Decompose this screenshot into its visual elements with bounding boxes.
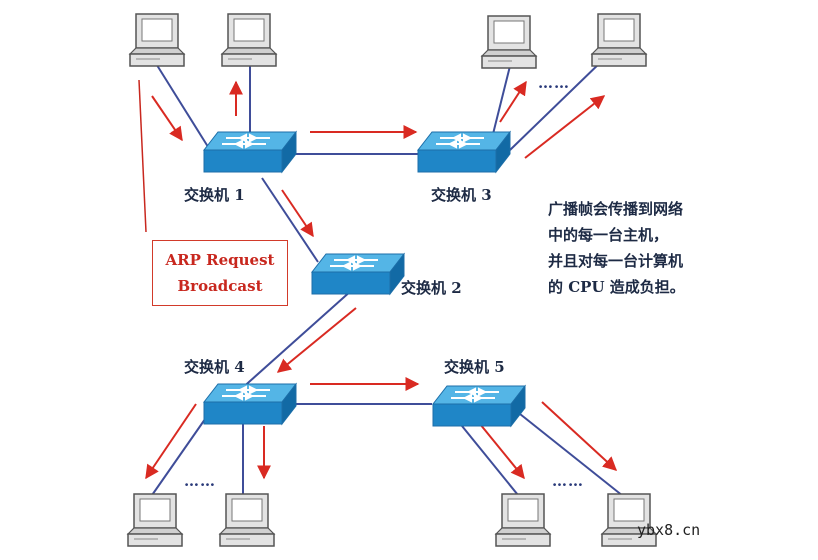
ellipsis-top: …… — [538, 74, 570, 92]
computer-7-icon — [495, 493, 551, 547]
switch-2-icon — [311, 253, 405, 295]
arrow-sw2-to-sw4 — [276, 307, 357, 373]
switch-3-icon — [417, 131, 511, 173]
arrow-sw3-to-pc3 — [499, 80, 527, 123]
arrow-sw1-to-sw2 — [281, 189, 314, 238]
switch-1-label: 交换机 1 — [184, 186, 245, 204]
arrow-sw5-to-pc8 — [541, 401, 618, 471]
note-line1: 广播帧会传播到网络 — [548, 200, 684, 218]
watermark: ybx8.cn — [637, 521, 701, 539]
note-line2: 中的每一台主机， — [548, 226, 669, 244]
box-connector-line — [138, 79, 147, 233]
computer-2-icon — [221, 13, 277, 67]
switch-4-label: 交换机 4 — [184, 358, 245, 376]
computer-5-icon — [127, 493, 183, 547]
note-line4: 的 CPU 造成负担。 — [548, 278, 685, 296]
arp-request-box: ARP Request Broadcast — [152, 240, 288, 306]
arrow-sw4-to-pc5 — [145, 403, 197, 480]
arrow-sw5-to-pc7 — [479, 423, 525, 480]
link-pc1-sw1 — [154, 61, 211, 151]
ellipsis-bottom-right: …… — [552, 472, 584, 490]
switch-2-label: 交换机 2 — [401, 279, 462, 297]
computer-1-icon — [129, 13, 185, 67]
link-sw1-sw2 — [261, 177, 319, 263]
broadcast-note: 广播帧会传播到网络 中的每一台主机， 并且对每一台计算机 的 CPU 造成负担。 — [548, 196, 685, 300]
computer-3-icon — [481, 15, 537, 69]
ellipsis-bottom-left: …… — [184, 472, 216, 490]
computer-4-icon — [591, 13, 647, 67]
switch-5-label: 交换机 5 — [444, 358, 505, 376]
switch-4-icon — [203, 383, 297, 425]
arp-request-line1: ARP Request — [165, 251, 275, 269]
computer-6-icon — [219, 493, 275, 547]
note-line3: 并且对每一台计算机 — [548, 252, 684, 270]
switch-1-icon — [203, 131, 297, 173]
link-sw2-sw4 — [239, 289, 353, 391]
link-sw5-pc7 — [461, 425, 523, 501]
arrow-sw3-to-pc4 — [524, 95, 606, 159]
link-sw4-pc5 — [149, 411, 211, 499]
link-sw5-pc8 — [519, 413, 629, 501]
switch-5-icon — [432, 385, 526, 427]
arrow-pc1-to-sw1 — [151, 95, 183, 142]
link-sw3-pc4 — [509, 57, 606, 151]
link-sw3-pc3 — [492, 57, 513, 135]
arp-request-line2: Broadcast — [177, 277, 263, 295]
switch-3-label: 交换机 3 — [431, 186, 492, 204]
